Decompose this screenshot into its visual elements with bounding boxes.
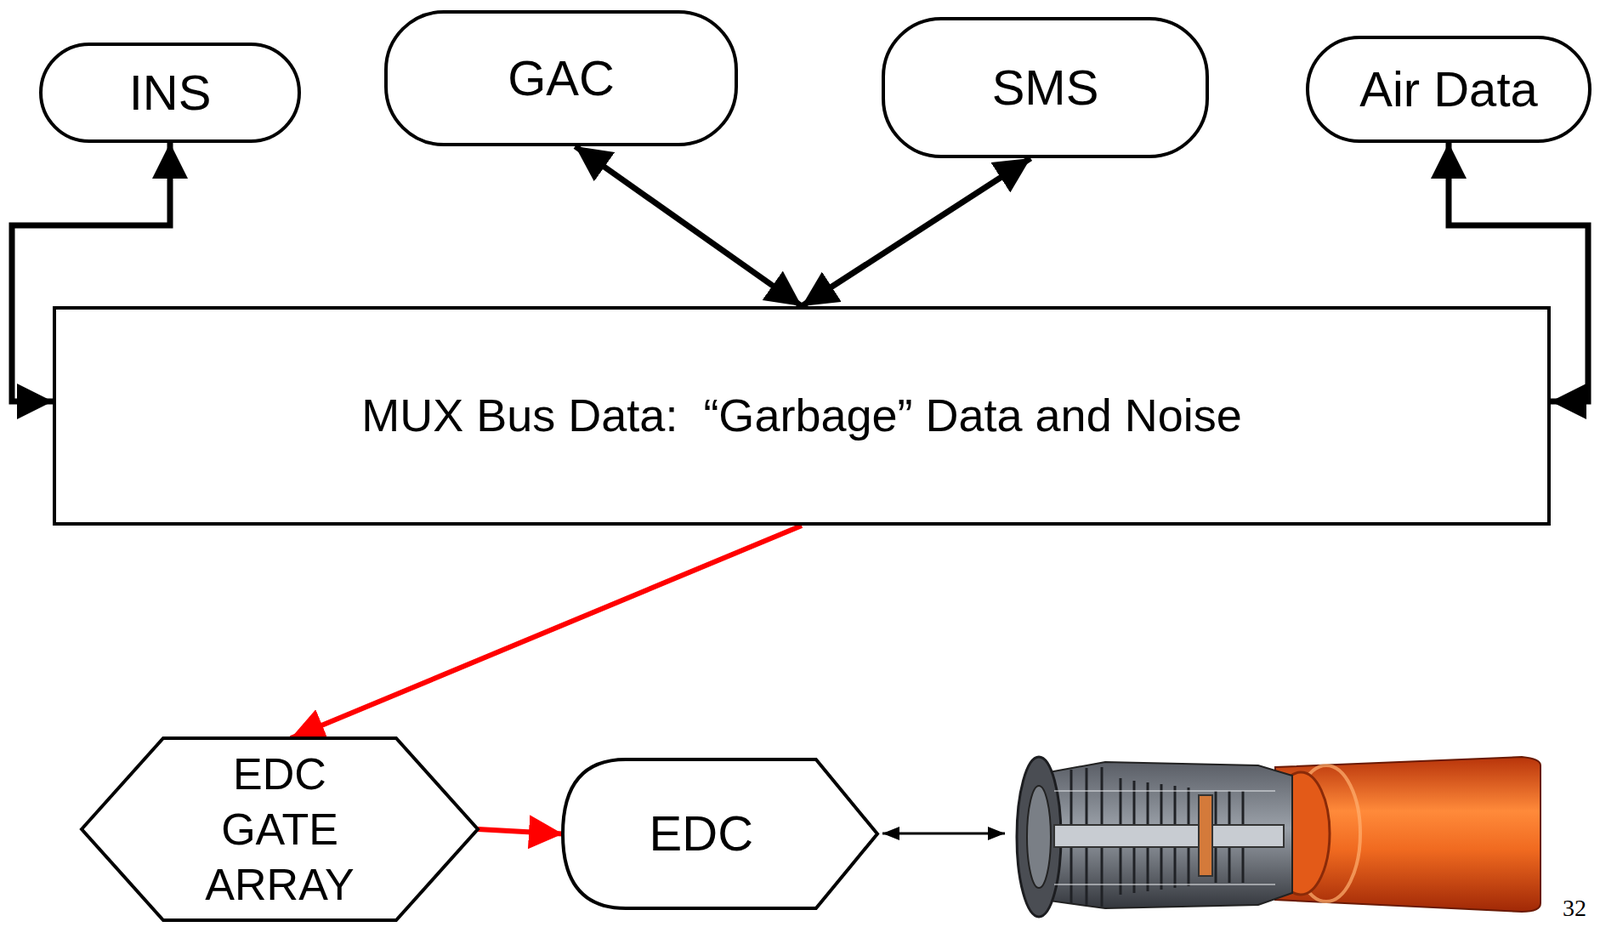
node-label: Air Data (1359, 58, 1538, 121)
subsystem-box: INS (39, 42, 301, 143)
subsystem-box: GAC (384, 10, 738, 147)
page-number: 32 (1562, 894, 1587, 922)
node-label: EDC GATE ARRAY (177, 746, 382, 913)
node-label: SMS (992, 56, 1100, 120)
engine-link (882, 832, 1005, 835)
data-flow-arrow (477, 828, 563, 835)
bus-connector (575, 146, 802, 307)
node-label: INS (129, 62, 212, 125)
text-holder: SMS (992, 56, 1100, 120)
data-flow-arrow (290, 525, 802, 738)
text-holder: EDC (649, 802, 754, 865)
controller-box: EDC (562, 759, 878, 908)
node-label: MUX Bus Data: “Garbage” Data and Noise (361, 386, 1242, 445)
text-holder: Air Data (1359, 58, 1538, 121)
gate-array-hexagon: EDC GATE ARRAY (81, 737, 478, 920)
subsystem-box: SMS (881, 17, 1209, 159)
node-label: EDC (649, 802, 754, 865)
bus-connector (801, 158, 1031, 307)
text-holder: INS (129, 62, 212, 125)
node-label: GAC (507, 47, 615, 110)
bus-box: MUX Bus Data: “Garbage” Data and Noise (52, 306, 1551, 526)
text-holder: GAC (507, 47, 615, 110)
subsystem-box: Air Data (1305, 35, 1592, 143)
text-holder: EDC GATE ARRAY (177, 746, 382, 913)
text-holder: MUX Bus Data: “Garbage” Data and Noise (361, 386, 1242, 445)
